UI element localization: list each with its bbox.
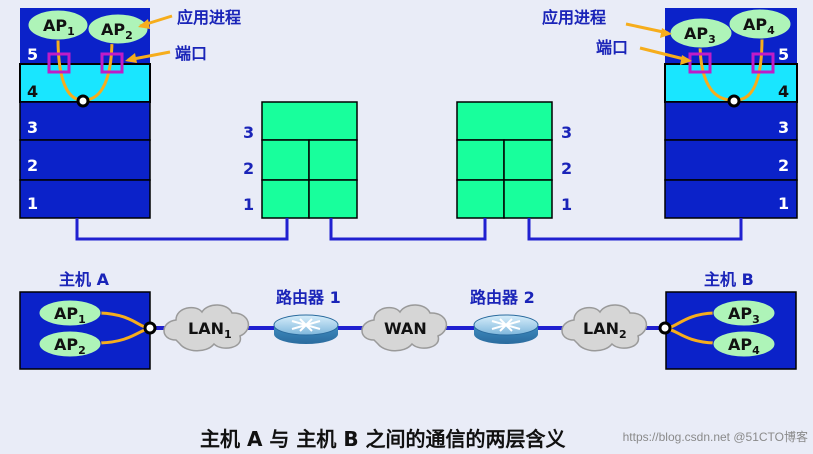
diagram-caption: 主机 A 与 主机 B 之间的通信的两层含义 bbox=[200, 427, 566, 451]
left-ap2-bubble bbox=[87, 13, 149, 45]
left-layer-5-label: 5 bbox=[27, 45, 38, 64]
left-layer-1-label: 1 bbox=[27, 194, 38, 213]
left-layer-3-label: 3 bbox=[27, 118, 38, 137]
host-a-ap2-bubble bbox=[38, 330, 102, 358]
left-ap2-label: AP2 bbox=[101, 20, 133, 42]
host-b-ap3-bubble bbox=[712, 299, 776, 327]
right-layer-3-label: 3 bbox=[778, 118, 789, 137]
router1-layer-3-label: 3 bbox=[243, 123, 254, 142]
host-b-ap3-label: AP3 bbox=[728, 304, 760, 326]
top-wiring bbox=[75, 218, 743, 241]
router2-icon bbox=[473, 314, 539, 344]
right-ap3-label: AP3 bbox=[684, 24, 716, 46]
router2-label: 路由器 2 bbox=[470, 288, 535, 307]
right-layer-5-label: 5 bbox=[778, 45, 789, 64]
router2-layer-3-label: 3 bbox=[561, 123, 572, 142]
left-socket-icon bbox=[76, 94, 90, 108]
right-ap4-label: AP4 bbox=[743, 15, 775, 37]
left-port-2 bbox=[100, 52, 124, 74]
left-ap1-label: AP1 bbox=[43, 16, 75, 38]
router2-stack: 3 2 1 bbox=[456, 101, 572, 219]
right-host-stack: 5 4 3 2 1 AP3 AP4 bbox=[664, 8, 798, 219]
left-layer-2-label: 2 bbox=[27, 156, 38, 175]
lan1-cloud-icon: LAN1 bbox=[163, 304, 250, 352]
watermark-text: https://blog.csdn.net @51CTO博客 bbox=[623, 429, 808, 444]
left-app-process-label: 应用进程 bbox=[177, 8, 241, 27]
right-port-label: 端口 bbox=[596, 38, 628, 57]
right-annotations: 应用进程 端口 bbox=[542, 8, 692, 65]
wan-label: WAN bbox=[384, 319, 427, 338]
router1-stack: 3 2 1 bbox=[243, 101, 358, 219]
host-b: 主机 B AP3 AP4 bbox=[658, 270, 797, 370]
host-b-socket-icon bbox=[658, 321, 672, 335]
router2-layer-1-label: 1 bbox=[561, 195, 572, 214]
right-ap4-bubble bbox=[728, 8, 792, 40]
lan1-label: LAN1 bbox=[188, 319, 232, 341]
left-annotations: 应用进程 端口 bbox=[125, 8, 241, 63]
host-a: 主机 A AP1 AP2 bbox=[19, 270, 157, 370]
host-b-title: 主机 B bbox=[704, 270, 754, 289]
router1-layer-2-label: 2 bbox=[243, 159, 254, 178]
lan2-label: LAN2 bbox=[583, 319, 627, 341]
host-a-ap1-bubble bbox=[38, 299, 102, 327]
left-layer-4-label: 4 bbox=[27, 82, 38, 101]
router2-layer-2-label: 2 bbox=[561, 159, 572, 178]
router1-icon bbox=[273, 314, 339, 344]
host-a-ap2-label: AP2 bbox=[54, 335, 86, 357]
host-b-ap4-label: AP4 bbox=[728, 335, 760, 357]
left-ap1-bubble bbox=[27, 9, 89, 41]
host-a-socket-icon bbox=[143, 321, 157, 335]
host-a-ap1-label: AP1 bbox=[54, 304, 86, 326]
router1-label: 路由器 1 bbox=[276, 288, 341, 307]
host-a-title: 主机 A bbox=[59, 270, 110, 289]
right-layer-1-label: 1 bbox=[778, 194, 789, 213]
left-port-1 bbox=[47, 52, 71, 74]
host-b-ap4-bubble bbox=[712, 330, 776, 358]
right-port-2 bbox=[751, 52, 775, 74]
right-socket-icon bbox=[727, 94, 741, 108]
lan2-cloud-icon: LAN2 bbox=[561, 304, 648, 352]
wan-cloud-icon: WAN bbox=[361, 304, 448, 352]
right-layer-2-label: 2 bbox=[778, 156, 789, 175]
left-port-label: 端口 bbox=[175, 44, 207, 63]
left-host-stack: 5 4 3 2 1 AP1 AP2 bbox=[19, 8, 151, 219]
right-layer-4-label: 4 bbox=[778, 82, 789, 101]
right-port-1 bbox=[688, 52, 712, 74]
right-app-process-label: 应用进程 bbox=[542, 8, 606, 27]
router1-layer-1-label: 1 bbox=[243, 195, 254, 214]
